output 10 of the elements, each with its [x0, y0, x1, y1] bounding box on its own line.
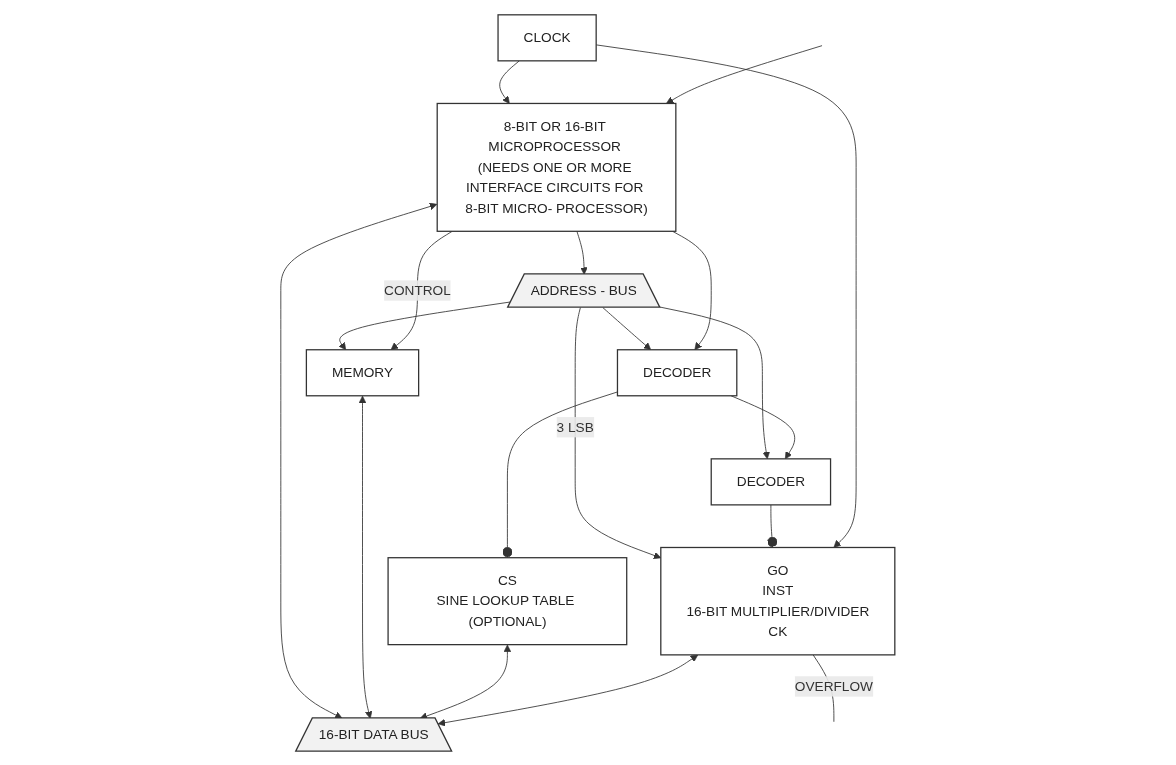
edge-label: OVERFLOW: [795, 678, 874, 693]
node-box: CS SINE LOOKUP TABLE (OPTIONAL): [387, 556, 628, 645]
node-box: 8-BIT OR 16-BIT MICROPROCESSOR (NEEDS ONE OR MORE INTERFACE CIRCUITS FOR 8-BIT MICRO- PROCESSOR): [436, 102, 677, 232]
node-box: DECODER: [617, 348, 738, 396]
edge-label: CONTROL: [384, 282, 451, 297]
node-box: MEMORY: [305, 348, 420, 396]
node-box: CLOCK: [497, 13, 597, 61]
node-box: GO INST 16-BIT MULTIPLIER/DIVIDER CK: [660, 546, 896, 655]
edge-label: 3 LSB: [556, 419, 594, 434]
node-box: DECODER: [710, 457, 832, 505]
